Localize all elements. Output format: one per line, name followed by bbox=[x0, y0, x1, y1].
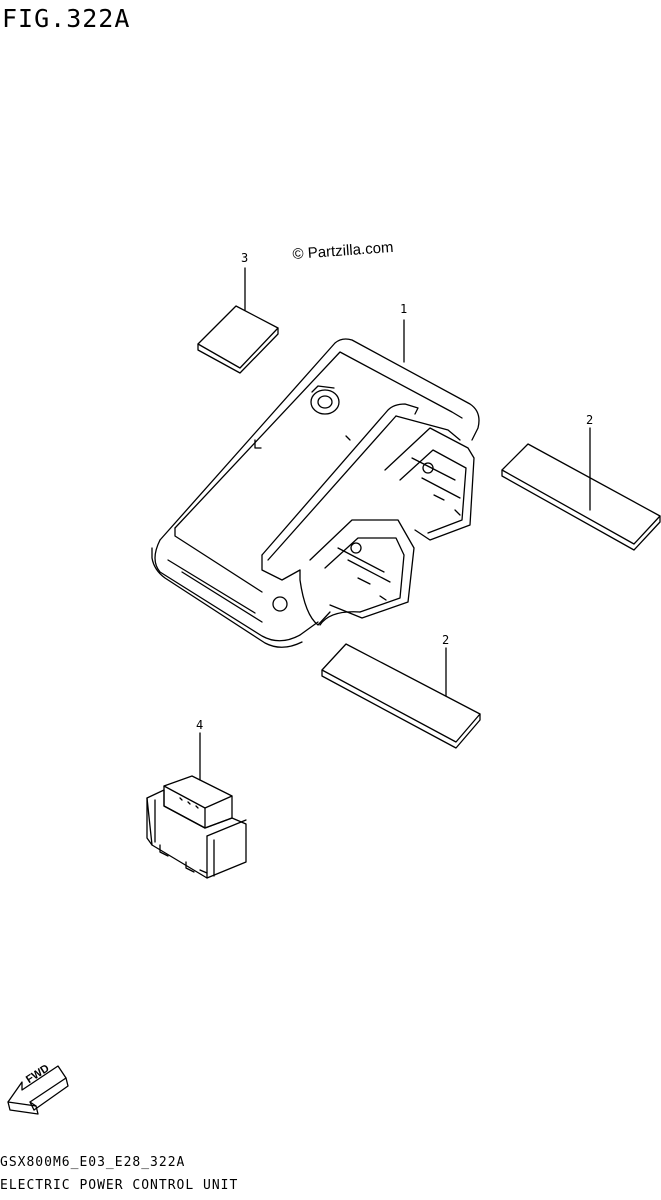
part-2-pad-right bbox=[501, 427, 661, 551]
part-4-relay bbox=[146, 732, 247, 879]
callout-part-1: 1 bbox=[400, 302, 408, 316]
callout-part-2-right: 2 bbox=[586, 413, 594, 427]
callout-part-2-lower: 2 bbox=[442, 633, 450, 647]
callout-part-4: 4 bbox=[196, 718, 204, 732]
part-1-ecu-unit bbox=[151, 319, 480, 648]
diagram-name: ELECTRIC POWER CONTROL UNIT bbox=[0, 1178, 239, 1193]
diagram-code: GSX800M6_E03_E28_322A bbox=[0, 1155, 186, 1170]
figure-title: FIG.322A bbox=[2, 4, 131, 33]
callout-part-3: 3 bbox=[241, 251, 249, 265]
fwd-arrow-icon bbox=[7, 1065, 69, 1115]
part-3-pad bbox=[197, 267, 279, 374]
part-2-pad-lower bbox=[321, 643, 481, 749]
